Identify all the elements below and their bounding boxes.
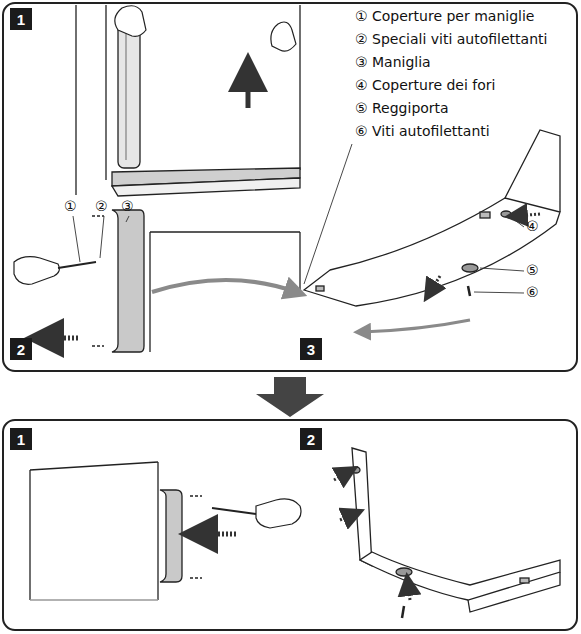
insert-arrow xyxy=(334,472,348,480)
remove-arrow xyxy=(430,276,440,292)
callout-number: ③ xyxy=(121,198,134,214)
step-number: 1 xyxy=(10,8,32,30)
legend-line: ① Coperture per maniglie xyxy=(355,8,534,24)
callout-number: ① xyxy=(64,198,77,214)
callout-number: ④ xyxy=(526,218,539,234)
step-number-text: 1 xyxy=(17,432,25,447)
legend-line: ⑥ Viti autofilettanti xyxy=(355,123,490,139)
panel-frame xyxy=(3,3,577,371)
screwdriver-hand xyxy=(14,257,96,285)
legend-line: ② Speciali viti autofilettanti xyxy=(355,31,547,47)
hand xyxy=(115,6,296,51)
legend-line: ③ Maniglia xyxy=(355,54,431,70)
fridge-lower-door xyxy=(92,210,300,352)
legend-line: ⑤ Reggiporta xyxy=(355,100,449,116)
step-number: 1 xyxy=(10,428,32,450)
callout-number: ⑤ xyxy=(526,262,539,278)
legend-line: ④ Coperture dei fori xyxy=(355,77,495,93)
leader-line xyxy=(304,144,524,293)
step-number: 3 xyxy=(300,338,322,360)
remove-arrow xyxy=(44,336,78,341)
step-number: 2 xyxy=(10,338,32,360)
big-arrow xyxy=(256,377,324,417)
door-bottom-view xyxy=(352,448,560,618)
step-number-text: 1 xyxy=(17,12,25,27)
mount-arrow xyxy=(340,514,354,520)
mount-arrow xyxy=(408,584,410,600)
fridge-door xyxy=(30,462,202,600)
move-arrow xyxy=(152,280,296,292)
callout-number: ⑥ xyxy=(526,284,539,300)
step-number-text: 2 xyxy=(307,432,315,447)
mount-arrow xyxy=(198,532,236,537)
fridge-upper xyxy=(76,5,300,196)
step-number-text: 2 xyxy=(17,342,25,357)
step-number: 2 xyxy=(300,428,322,450)
step-number-text: 3 xyxy=(307,342,315,357)
callout-number: ② xyxy=(95,198,108,214)
move-arrow xyxy=(362,320,470,332)
screwdriver-hand xyxy=(212,499,301,528)
panel-frame xyxy=(3,420,577,630)
door-bottom-view xyxy=(304,130,560,306)
insert-arrow xyxy=(516,214,540,216)
leader-line xyxy=(73,216,129,262)
lift-arrow xyxy=(246,72,251,108)
